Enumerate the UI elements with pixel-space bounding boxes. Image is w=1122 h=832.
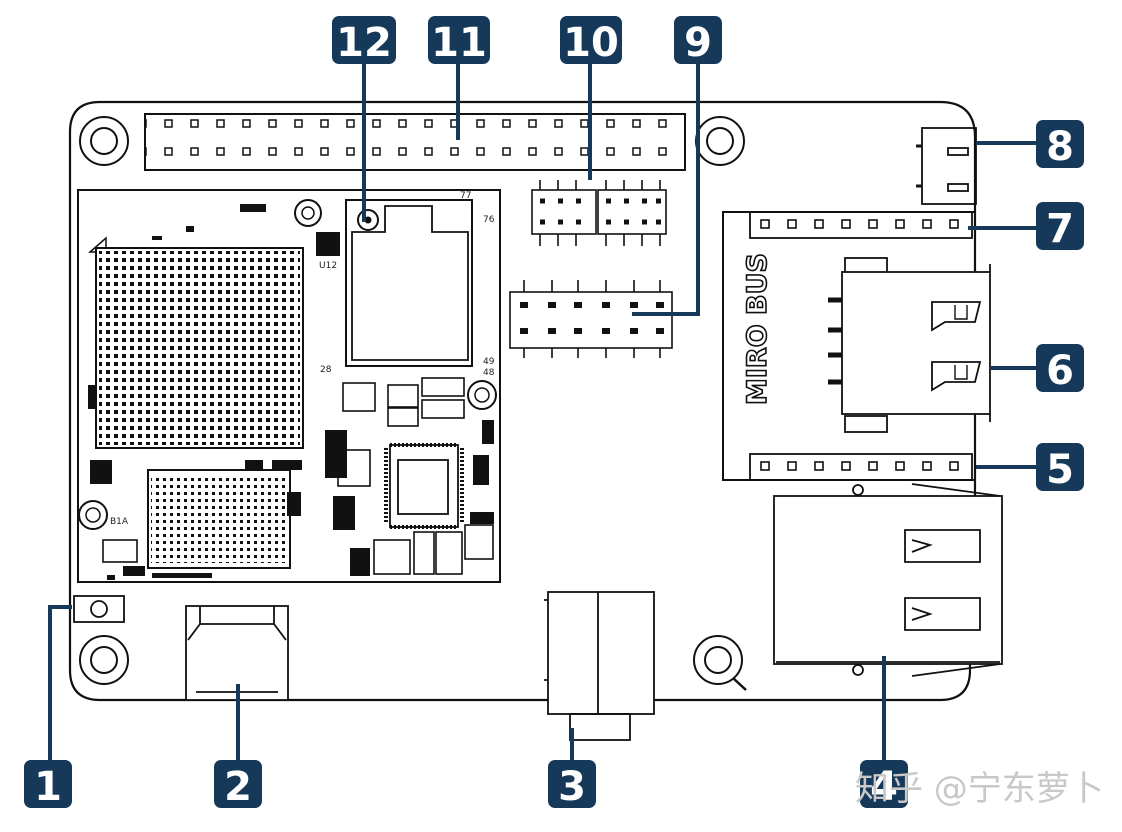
callout-badge-8: 8 [1036,120,1084,170]
callout-leaders [48,62,1036,766]
svg-text:5: 5 [1046,447,1074,493]
micro-usb-port [916,127,977,205]
callout-badge-5: 5 [1036,443,1084,493]
svg-text:1: 1 [34,764,62,810]
pcb-text-48: 48 [483,368,495,378]
callout-badge-9: 9 [674,16,722,66]
svg-text:2: 2 [224,764,252,810]
callout-badge-7: 7 [1036,202,1084,252]
svg-text:12: 12 [336,20,392,66]
reset-button [73,595,125,623]
svg-text:7: 7 [1046,206,1074,252]
svg-text:3: 3 [558,764,586,810]
miro-bus-label: MIRO BUS [742,253,773,405]
svg-text:4: 4 [870,764,898,810]
callout-badge-4: 4 [860,760,908,810]
usb-a-port [828,257,991,433]
pcb-text-77: 77 [460,191,471,201]
callout-badge-1: 1 [24,760,72,810]
miro-bus-area: MIRO BUS [722,211,976,481]
pcb-text-49: 49 [483,357,495,367]
callout-badge-12: 12 [332,16,396,66]
pcb-text-u12: U12 [319,261,337,271]
svg-text:11: 11 [431,20,487,66]
core-module: U12 B1A 76 49 48 28 77 [77,189,501,583]
callout-badge-6: 6 [1036,344,1084,394]
svg-text:9: 9 [684,20,712,66]
callout-badge-3: 3 [548,760,596,810]
svg-text:6: 6 [1046,348,1074,394]
callout-badge-2: 2 [214,760,262,810]
pcb-text-76: 76 [483,215,495,225]
callout-badge-10: 10 [560,16,622,66]
ethernet-port [773,483,1003,677]
gpio-header-40pin [144,113,686,171]
power-jack [544,591,655,741]
callout-badge-11: 11 [428,16,490,66]
jumper-headers [531,180,667,246]
svg-text:10: 10 [563,20,619,66]
pcb-text-b1a: B1A [110,517,129,527]
pcb-text-28: 28 [320,365,332,375]
watermark-text: 知乎 @宁东萝卜 [855,769,1104,809]
svg-text:8: 8 [1046,124,1074,170]
header-2x6 [509,280,673,358]
